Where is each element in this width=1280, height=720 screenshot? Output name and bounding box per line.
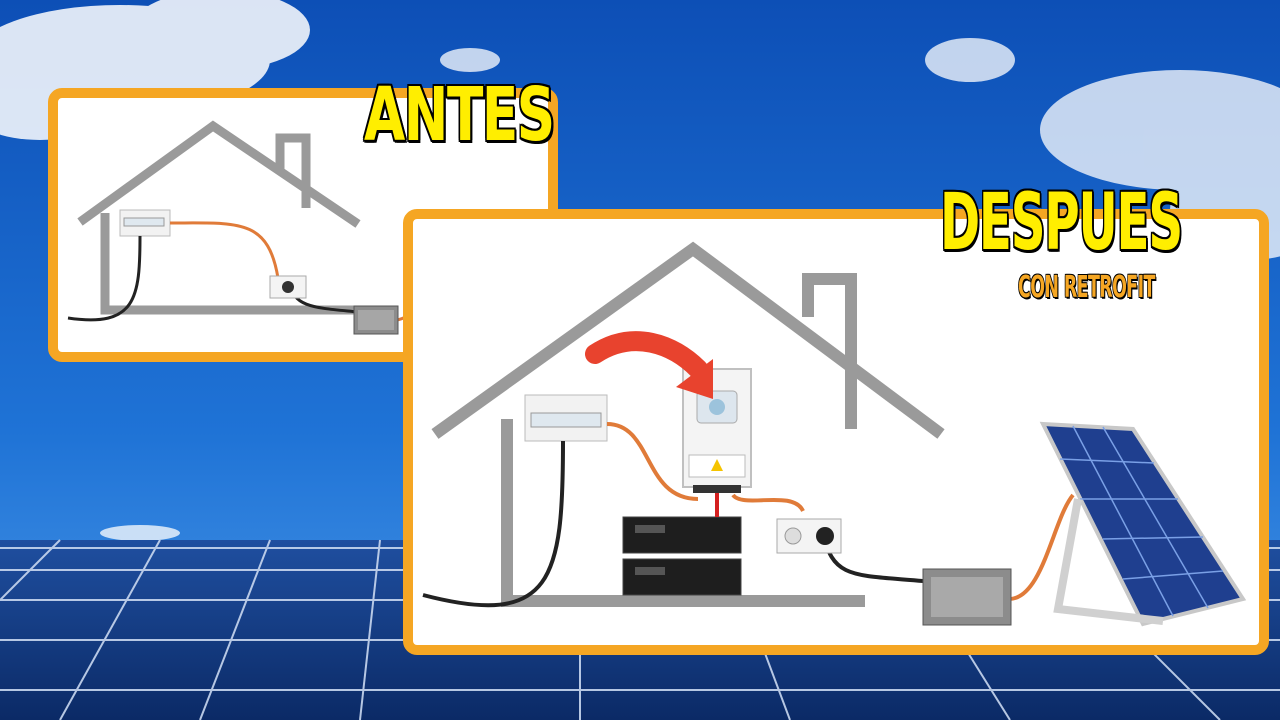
- after-label: DESPUES: [940, 178, 1183, 268]
- breaker-panel-icon: [119, 209, 171, 237]
- micro-inverter-icon: [353, 305, 399, 335]
- wall-socket-icon: [776, 518, 842, 554]
- cloud-icon: [0, 0, 310, 140]
- breaker-panel-icon: [524, 394, 608, 442]
- house-icon: [77, 120, 361, 315]
- wall-socket-icon: [269, 275, 307, 299]
- after-sublabel: CON RETROFIT: [1018, 270, 1155, 305]
- curved-arrow-icon: [585, 331, 713, 399]
- battery-stack-icon: [622, 516, 742, 596]
- micro-inverter-icon: [922, 568, 1012, 626]
- after-panel: [403, 209, 1269, 655]
- solar-panel-icon: [1039, 421, 1247, 627]
- house-icon: [431, 241, 945, 607]
- before-label: ANTES: [364, 72, 555, 158]
